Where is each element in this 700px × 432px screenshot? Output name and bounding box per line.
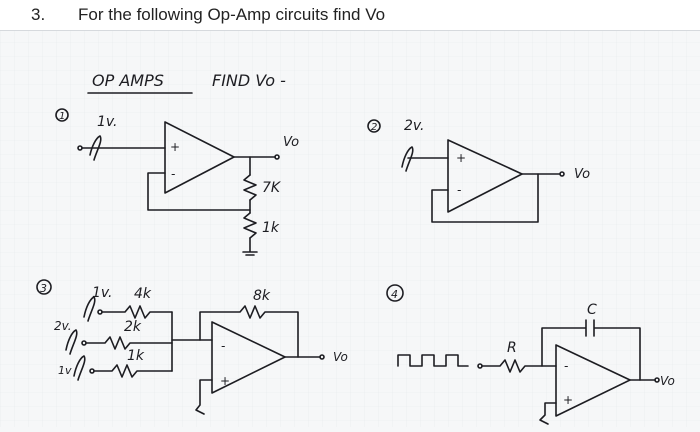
circuit-4-resistor-label: R bbox=[507, 340, 517, 356]
circuit-2-feedback-wire bbox=[431, 173, 539, 223]
circuit-1-resistor-7k bbox=[243, 174, 257, 201]
circuit-3-feedback-resistor-8k bbox=[199, 305, 299, 358]
circuit-3-input-2-voltage: 2v. bbox=[54, 319, 72, 333]
circuit-4-output-label: Vo bbox=[660, 374, 675, 388]
circuit-1-source-symbol bbox=[89, 135, 102, 161]
circuit-3-output-terminal bbox=[319, 354, 325, 360]
circuit-1-resistor-top-label: 7K bbox=[262, 180, 282, 196]
circuit-3-source-2 bbox=[65, 329, 78, 355]
circuit-1-minus: - bbox=[171, 167, 175, 181]
circuit-1-marker-circle bbox=[55, 108, 69, 122]
question-header: 3. For the following Op-Amp circuits fin… bbox=[0, 0, 700, 31]
circuit-1-resistor-1k bbox=[243, 212, 257, 239]
circuit-4-feedback-capacitor bbox=[541, 319, 641, 381]
circuit-3-plus-ground bbox=[195, 379, 213, 415]
circuit-1-feedback-wire bbox=[147, 172, 251, 211]
circuit-3-marker-circle bbox=[36, 279, 52, 295]
circuit-4-marker-circle bbox=[386, 284, 404, 302]
circuit-3-plus: + bbox=[220, 374, 230, 388]
circuit-4-minus: - bbox=[564, 359, 568, 373]
circuit-4-op-amp bbox=[555, 344, 631, 417]
paper-grid bbox=[0, 31, 700, 427]
circuit-3-output-label: Vo bbox=[333, 350, 348, 364]
circuit-3-r1-label: 4k bbox=[134, 286, 152, 302]
circuit-2-marker: 2 bbox=[371, 122, 377, 133]
circuit-3-source-1 bbox=[83, 296, 96, 322]
circuit-3-input-1-voltage: 1v. bbox=[92, 285, 113, 301]
circuit-4-resistor-r bbox=[481, 359, 557, 373]
circuit-2-output-label: Vo bbox=[574, 167, 590, 182]
circuit-3-source-3 bbox=[73, 355, 86, 381]
circuit-1-op-amp bbox=[164, 121, 235, 194]
circuit-3-op-amp bbox=[211, 321, 286, 394]
circuit-1-plus: + bbox=[170, 140, 180, 154]
circuit-3-marker: 3 bbox=[40, 282, 47, 295]
circuit-2-marker-circle bbox=[367, 119, 381, 133]
heading-find-vo: FIND Vo - bbox=[212, 71, 286, 90]
circuit-4-marker: 4 bbox=[391, 288, 398, 301]
circuit-1-input-voltage: 1v. bbox=[97, 114, 118, 130]
circuit-2-minus: - bbox=[457, 183, 461, 197]
circuit-3-resistor-2k bbox=[85, 336, 173, 350]
circuit-3-rf-label: 8k bbox=[253, 288, 271, 304]
circuit-2-plus: + bbox=[456, 151, 466, 165]
circuit-2 bbox=[367, 119, 565, 223]
handwritten-notes-photo: OP AMPS FIND Vo - 1 1v. Vo 7K 1k + - 2 2… bbox=[0, 31, 700, 427]
circuit-1-resistor-bottom-label: 1k bbox=[262, 220, 280, 236]
circuit-1-marker: 1 bbox=[59, 111, 65, 122]
circuit-3-r3-label: 1k bbox=[127, 348, 145, 364]
circuit-2-input-voltage: 2v. bbox=[404, 118, 425, 134]
circuit-4-plus-ground bbox=[539, 402, 557, 425]
circuit-1-output-label: Vo bbox=[283, 135, 299, 150]
circuit-4-square-wave-input bbox=[397, 354, 469, 367]
circuit-2-output-terminal bbox=[559, 171, 565, 177]
circuit-4 bbox=[386, 284, 660, 425]
circuit-1-ground bbox=[242, 237, 258, 256]
circuit-3 bbox=[36, 279, 325, 415]
circuit-sketches: OP AMPS FIND Vo - 1 1v. Vo 7K 1k + - 2 2… bbox=[0, 31, 700, 427]
circuit-3-resistor-1k bbox=[93, 364, 173, 378]
circuit-4-output-terminal bbox=[654, 377, 660, 383]
heading-op-amps: OP AMPS bbox=[92, 71, 164, 90]
circuit-3-r2-label: 2k bbox=[124, 319, 142, 335]
circuit-3-minus: - bbox=[221, 339, 225, 353]
circuit-4-plus: + bbox=[563, 393, 573, 407]
circuit-2-source-symbol bbox=[401, 146, 414, 172]
question-text: For the following Op-Amp circuits find V… bbox=[78, 5, 386, 24]
question-number: 3. bbox=[31, 5, 46, 24]
circuit-1 bbox=[55, 108, 280, 256]
circuit-2-op-amp bbox=[447, 139, 523, 213]
circuit-3-resistor-4k bbox=[101, 305, 173, 319]
circuit-4-capacitor-label: C bbox=[587, 302, 597, 318]
circuit-3-input-3-voltage: 1v bbox=[58, 364, 72, 377]
circuit-1-output-terminal bbox=[274, 154, 280, 160]
